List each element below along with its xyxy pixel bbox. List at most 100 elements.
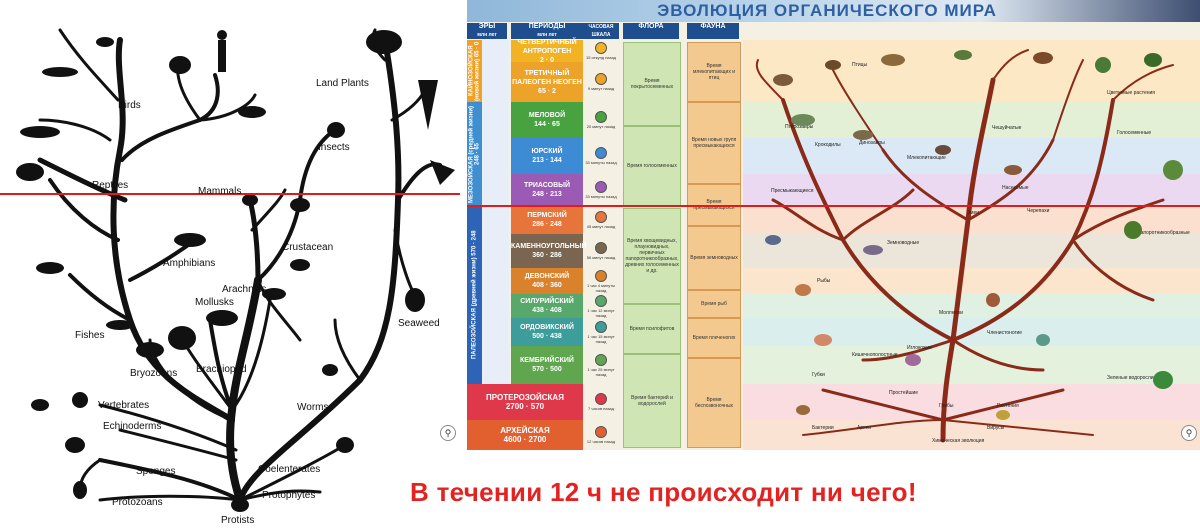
label-vertebrates: Vertebrates [98,400,149,411]
period-name: ДЕВОНСКИЙ [511,272,583,281]
clock-dot-icon [595,295,607,307]
clock-quaternary: 15 секунд назад [583,40,619,62]
clock-dot-icon [595,147,607,159]
left-tree-branches [0,0,460,530]
clock-text: 20 минут назад [587,124,615,129]
clock-silurian: 1 час 12 минут назад [583,294,619,318]
flora-gymnosperms: Время голосеменных [623,126,681,206]
clock-dot-icon [595,181,607,193]
period-name: КАМЕННОУГОЛЬНЫЙ [511,242,583,251]
clock-text: 1 час 12 минут назад [583,308,619,318]
label-amphibians: Amphibians [163,258,215,269]
clock-triassic: 33 минуты назад [583,174,619,206]
clock-dot-icon [595,393,607,405]
fauna-brachiopods: Время плеченогих [687,318,741,358]
clock-devonian: 1 час 4 минуты назад [583,268,619,294]
period-name: ЧЕТВЕРТИЧНЫЙ АНТРОПОГЕН [511,38,583,56]
period-range: 65 · 2 [511,87,583,96]
evolution-poster: ЭВОЛЮЦИЯ ОРГАНИЧЕСКОГО МИРА ЭРЫ млн лет П… [467,0,1200,450]
label-reptiles: Reptiles [92,180,128,191]
period-range: 248 · 213 [511,190,583,199]
header-eras-text: ЭРЫ [479,23,496,30]
label-land-plants: Land Plants [316,78,369,89]
era-spacer [482,40,509,384]
fauna-fishes: Время рыб [687,290,741,318]
label-mollusks: Mollusks [195,297,234,308]
clock-dot-icon [595,111,607,123]
flora-ferns: Время хвощевидных, плауновидных, первичн… [623,208,681,304]
label-echinoderms: Echinoderms [103,421,161,432]
header-eras-sub: млн лет [477,32,497,38]
period-range: 2700 · 570 [467,402,583,411]
clock-text: 56 минут назад [587,255,615,260]
label-insects: Insects [318,142,350,153]
label-protozoans: Protozoans [112,497,163,508]
label-seaweed: Seaweed [398,318,440,329]
clock-text: 33 минуты назад [585,160,616,165]
period-cambrian: КЕМБРИЙСКИЙ570 · 500 [511,346,583,385]
header-fauna: ФАУНА [687,23,739,39]
era-paleozoic: ПАЛЕОЗОЙСКАЯ (древней жизни) 570 · 248 [467,206,482,384]
header-clock: ЧАСОВАЯ ШКАЛА [583,23,619,39]
clock-text: 1 час 25 минут назад [583,367,619,377]
clock-dot-icon [595,73,607,85]
period-tertiary: ТРЕТИЧНЫЙ ПАЛЕОГЕН НЕОГЕН65 · 2 [511,62,583,103]
zoom-icon-left[interactable]: ⚲ [440,425,456,441]
clock-text: 33 минуты назад [585,194,616,199]
clock-dot-icon [595,354,607,366]
era-mesozoic: МЕЗОЗОЙСКАЯ (средней жизни) 248 · 65 [467,102,482,206]
fauna-amphibians: Время земноводных [687,226,741,290]
fauna-new-reptiles: Время новых групп пресмыкающихся [687,102,741,184]
clock-archean: 12 часов назад [583,420,619,450]
period-range: 286 · 248 [511,220,583,229]
period-name: ТРИАСОВЫЙ [511,181,583,190]
clock-tertiary: 9 минут назад [583,62,619,102]
fauna-invertebrates: Время беспозвоночных [687,358,741,448]
clock-text: 1 час 4 минуты назад [583,283,619,293]
period-range: 144 · 65 [511,120,583,129]
period-name: СИЛУРИЙСКИЙ [511,297,583,306]
zoom-icon[interactable]: ⚲ [1181,425,1197,441]
caption-text: В течении 12 ч не происходит ни чего! [410,477,1010,508]
label-mammals: Mammals [198,186,241,197]
flora-psilophytes: Время псилофитов [623,304,681,354]
period-name: КЕМБРИЙСКИЙ [511,356,583,365]
label-coelenterates: Coelenterates [258,464,320,475]
label-protophytes: Protophytes [262,490,315,501]
period-name: ЮРСКИЙ [511,147,583,156]
clock-cambrian: 1 час 25 минут назад [583,346,619,384]
period-name: ОРДОВИКСКИЙ [511,323,583,332]
label-fishes: Fishes [75,330,104,341]
header-flora: ФЛОРА [623,23,679,39]
clock-text: 15 секунд назад [586,55,616,60]
clock-permian: 45 минут назад [583,206,619,234]
label-bryozoans: Bryozoans [130,368,177,379]
clock-dot-icon [595,211,607,223]
fauna-mammals: Время млекопитающих и птиц [687,42,741,102]
clock-dot-icon [595,42,607,54]
clock-proterozoic: 7 часов назад [583,384,619,420]
flora-angiosperms: Время покрытосеменных [623,42,681,126]
period-range: 408 · 360 [511,281,583,290]
label-protists: Protists [221,515,254,526]
poster-title: ЭВОЛЮЦИЯ ОРГАНИЧЕСКОГО МИРА [617,1,1037,21]
clock-text: 12 часов назад [587,439,615,444]
clock-text: 7 часов назад [588,406,614,411]
period-range: 438 · 408 [511,306,583,315]
header-eras: ЭРЫ млн лет [467,23,507,39]
period-jurassic: ЮРСКИЙ213 · 144 [511,138,583,175]
label-worms: Worms [297,402,328,413]
label-brachiopod: Brachiopod [196,364,247,375]
clock-dot-icon [595,321,607,333]
era-cenozoic: КАЙНОЗОЙСКАЯ (новой жизни) 65 · 0 [467,40,482,102]
poster-organisms [743,40,1200,450]
period-name: ПРОТЕРОЗОЙСКАЯ [467,393,583,402]
flora-bacteria: Время бактерий и водорослей [623,354,681,448]
clock-dot-icon [595,270,607,282]
